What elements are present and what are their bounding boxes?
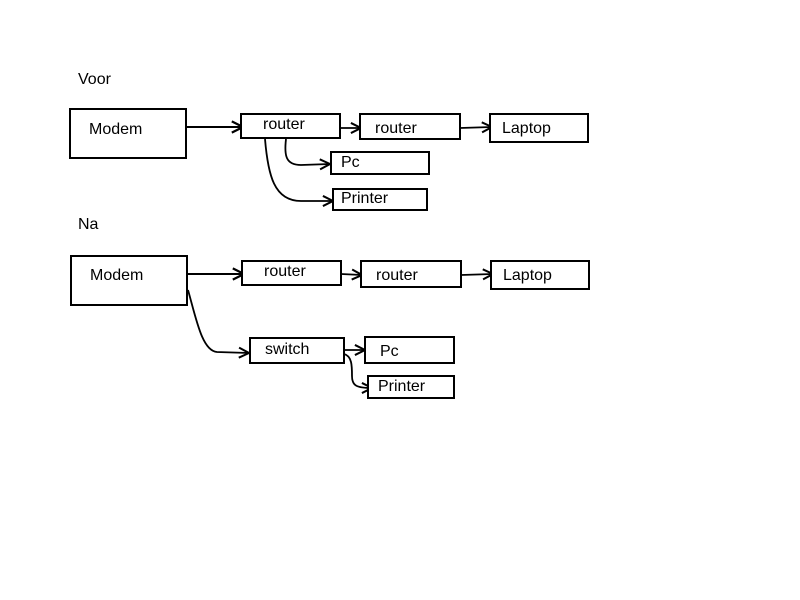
edge-voor-router-laptop	[459, 127, 492, 128]
edge-na-router-laptop	[460, 274, 493, 275]
edge-na-switch-printer	[343, 353, 372, 388]
section-label-na: Na	[78, 216, 99, 233]
node-voor-modem: Modem	[69, 108, 187, 159]
node-label: Laptop	[503, 267, 552, 284]
node-na-router-1: router	[241, 260, 342, 286]
node-na-switch: switch	[249, 337, 345, 364]
node-na-laptop: Laptop	[490, 260, 590, 290]
node-label: router	[375, 120, 417, 137]
node-label: Modem	[89, 121, 143, 138]
node-voor-printer: Printer	[332, 188, 428, 211]
node-label: Printer	[378, 378, 426, 395]
node-na-pc: Pc	[364, 336, 455, 364]
node-na-modem: Modem	[70, 255, 188, 306]
edge-na-router-router	[340, 274, 362, 275]
node-voor-pc: Pc	[330, 151, 430, 175]
edge-voor-router-printer	[264, 138, 333, 201]
node-na-printer: Printer	[367, 375, 455, 399]
section-label-voor: Voor	[78, 71, 111, 88]
edge-na-modem-switch	[187, 289, 249, 353]
edge-voor-router-pc	[284, 138, 330, 165]
node-label: Pc	[380, 343, 399, 360]
node-label: Laptop	[502, 120, 551, 137]
node-label: router	[376, 267, 418, 284]
node-voor-laptop: Laptop	[489, 113, 589, 143]
node-label: router	[263, 116, 305, 133]
node-label: Modem	[90, 267, 144, 284]
node-label: Printer	[341, 190, 389, 207]
node-label: switch	[265, 341, 310, 358]
node-label: router	[264, 263, 306, 280]
node-label: Pc	[341, 154, 360, 171]
node-voor-router-1: router	[240, 113, 341, 139]
node-voor-router-2: router	[359, 113, 461, 140]
node-na-router-2: router	[360, 260, 462, 288]
